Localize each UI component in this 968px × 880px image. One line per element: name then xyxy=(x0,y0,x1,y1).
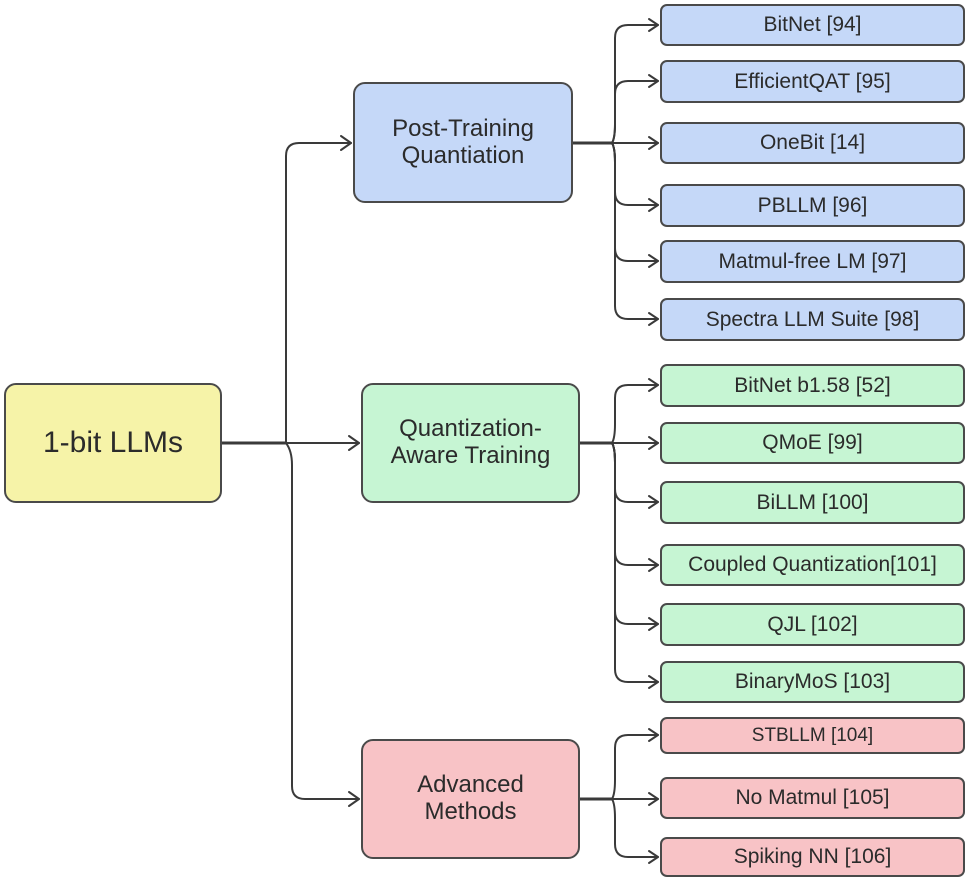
arrow-leaf-1-5 xyxy=(648,675,659,689)
category-label-line: Aware Training xyxy=(390,442,551,469)
arrow-leaf-2-2 xyxy=(648,850,659,864)
root-node: 1-bit LLMs xyxy=(4,383,222,503)
category-node-post-training-quantiation: Post-Training Quantiation xyxy=(353,82,573,203)
edge-cat-1-leaf-4 xyxy=(611,442,659,625)
leaf-node: BitNet [94] xyxy=(660,4,965,46)
arrow-leaf-0-2 xyxy=(648,136,659,150)
arrow-leaf-2-0 xyxy=(648,728,659,742)
leaf-node: No Matmul [105] xyxy=(660,777,965,819)
category-label-line: Quantization- xyxy=(399,415,542,443)
leaf-node: BinaryMoS [103] xyxy=(660,661,965,703)
arrow-leaf-2-1 xyxy=(648,792,659,806)
arrow-cat-1 xyxy=(348,435,360,451)
arrow-leaf-1-1 xyxy=(648,436,659,450)
leaf-node: Coupled Quantization[101] xyxy=(660,544,965,586)
leaf-node: BiLLM [100] xyxy=(660,481,965,524)
edge-cat-1-leaf-3 xyxy=(611,442,659,566)
leaf-node: OneBit [14] xyxy=(660,122,965,164)
edge-cat-1-leaf-5 xyxy=(611,442,659,683)
leaf-node: BitNet b1.58 [52] xyxy=(660,364,965,407)
arrow-leaf-1-0 xyxy=(648,378,659,392)
arrow-cat-0 xyxy=(340,135,352,151)
edge-cat-0-leaf-5 xyxy=(611,142,659,320)
edge-root-to-cat-0 xyxy=(285,142,352,444)
category-label-line: Quantiation xyxy=(401,141,525,169)
category-label-line: Methods xyxy=(424,798,517,825)
edge-cat-2-leaf-2 xyxy=(611,798,659,858)
category-label-line: Post-Training xyxy=(392,114,534,142)
edge-root-to-cat-2 xyxy=(285,442,360,800)
category-node-quantization-aware-training: Quantization- Aware Training xyxy=(361,383,580,503)
arrow-leaf-0-1 xyxy=(648,74,659,88)
arrow-leaf-1-4 xyxy=(648,617,659,631)
category-label-line: Advanced xyxy=(417,771,524,799)
arrow-leaf-0-0 xyxy=(648,18,659,32)
arrow-leaf-0-5 xyxy=(648,312,659,326)
arrow-leaf-0-3 xyxy=(648,198,659,212)
category-label: Post-Training Quantiation xyxy=(392,114,534,170)
edge-cat-0-leaf-1 xyxy=(611,80,659,144)
edge-cat-2-leaf-0 xyxy=(611,734,659,800)
edge-cat-1-leaf-2 xyxy=(611,442,659,503)
arrow-leaf-1-2 xyxy=(648,495,659,509)
arrow-leaf-0-4 xyxy=(648,254,659,268)
arrow-cat-2 xyxy=(348,791,360,807)
edge-cat-1-leaf-0 xyxy=(611,384,659,444)
leaf-node: PBLLM [96] xyxy=(660,184,965,227)
leaf-node: Spiking NN [106] xyxy=(660,837,965,877)
leaf-node: STBLLM [104] xyxy=(660,717,965,754)
category-label: Quantization- Aware Training xyxy=(390,415,551,470)
leaf-node: QMoE [99] xyxy=(660,422,965,464)
category-node-advanced-methods: Advanced Methods xyxy=(361,739,580,859)
leaf-node: Matmul-free LM [97] xyxy=(660,240,965,283)
leaf-node: Spectra LLM Suite [98] xyxy=(660,298,965,341)
leaf-node: QJL [102] xyxy=(660,603,965,646)
arrow-leaf-1-3 xyxy=(648,558,659,572)
edge-cat-0-leaf-3 xyxy=(611,142,659,206)
leaf-node: EfficientQAT [95] xyxy=(660,60,965,103)
category-label: Advanced Methods xyxy=(417,771,524,826)
